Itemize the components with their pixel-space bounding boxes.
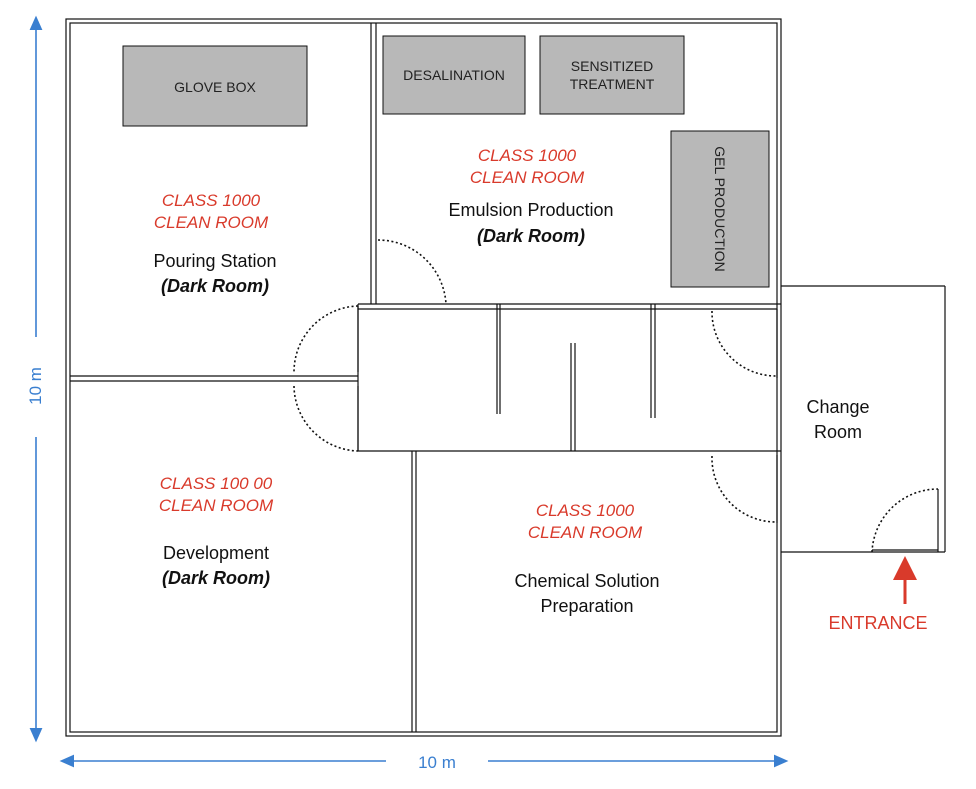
outer-wall — [65, 18, 782, 737]
door-pouring — [293, 305, 359, 373]
emulsion-class-line1: CLASS 1000 — [478, 146, 577, 165]
chemical-class-line1: CLASS 1000 — [536, 501, 635, 520]
door-corridor-ne — [711, 310, 777, 377]
change-room-name-line1: Change — [806, 397, 869, 417]
pouring-station-note: (Dark Room) — [161, 276, 269, 296]
equipment — [122, 35, 770, 288]
development-class-line2: CLEAN ROOM — [159, 496, 274, 515]
gel-production-unit — [670, 130, 770, 288]
development-class-line1: CLASS 100 00 — [160, 474, 273, 493]
emulsion-production-note: (Dark Room) — [477, 226, 585, 246]
entrance-label: ENTRANCE — [828, 613, 927, 633]
chemical-solution-name-line1: Chemical Solution — [514, 571, 659, 591]
desalination-unit — [382, 35, 526, 115]
pouring-class-line2: CLEAN ROOM — [154, 213, 269, 232]
chemical-solution-name-line2: Preparation — [540, 596, 633, 616]
chemical-class-line2: CLEAN ROOM — [528, 523, 643, 542]
sensitized-treatment-unit — [539, 35, 685, 115]
gel-production-label: GEL PRODUCTION — [712, 146, 728, 272]
width-dimension-label: 10 m — [418, 753, 456, 772]
height-dimension-label: 10 m — [26, 367, 45, 405]
desalination-label: DESALINATION — [403, 67, 505, 83]
doors — [293, 239, 939, 553]
change-room-name-line2: Room — [814, 422, 862, 442]
treatment-label-line2: TREATMENT — [570, 76, 655, 92]
emulsion-class-line2: CLEAN ROOM — [470, 168, 585, 187]
development-name: Development — [163, 543, 269, 563]
development-note: (Dark Room) — [162, 568, 270, 588]
door-emulsion — [377, 239, 447, 305]
glove-box — [122, 45, 308, 127]
door-development — [293, 385, 359, 452]
door-chemical — [711, 455, 777, 523]
interior-walls — [70, 23, 946, 732]
emulsion-production-name: Emulsion Production — [448, 200, 613, 220]
pouring-station-name: Pouring Station — [153, 251, 276, 271]
pouring-class-line1: CLASS 1000 — [162, 191, 261, 210]
sensitized-label-line1: SENSITIZED — [571, 58, 653, 74]
glove-box-label: GLOVE BOX — [174, 79, 256, 95]
door-entrance — [871, 488, 939, 553]
